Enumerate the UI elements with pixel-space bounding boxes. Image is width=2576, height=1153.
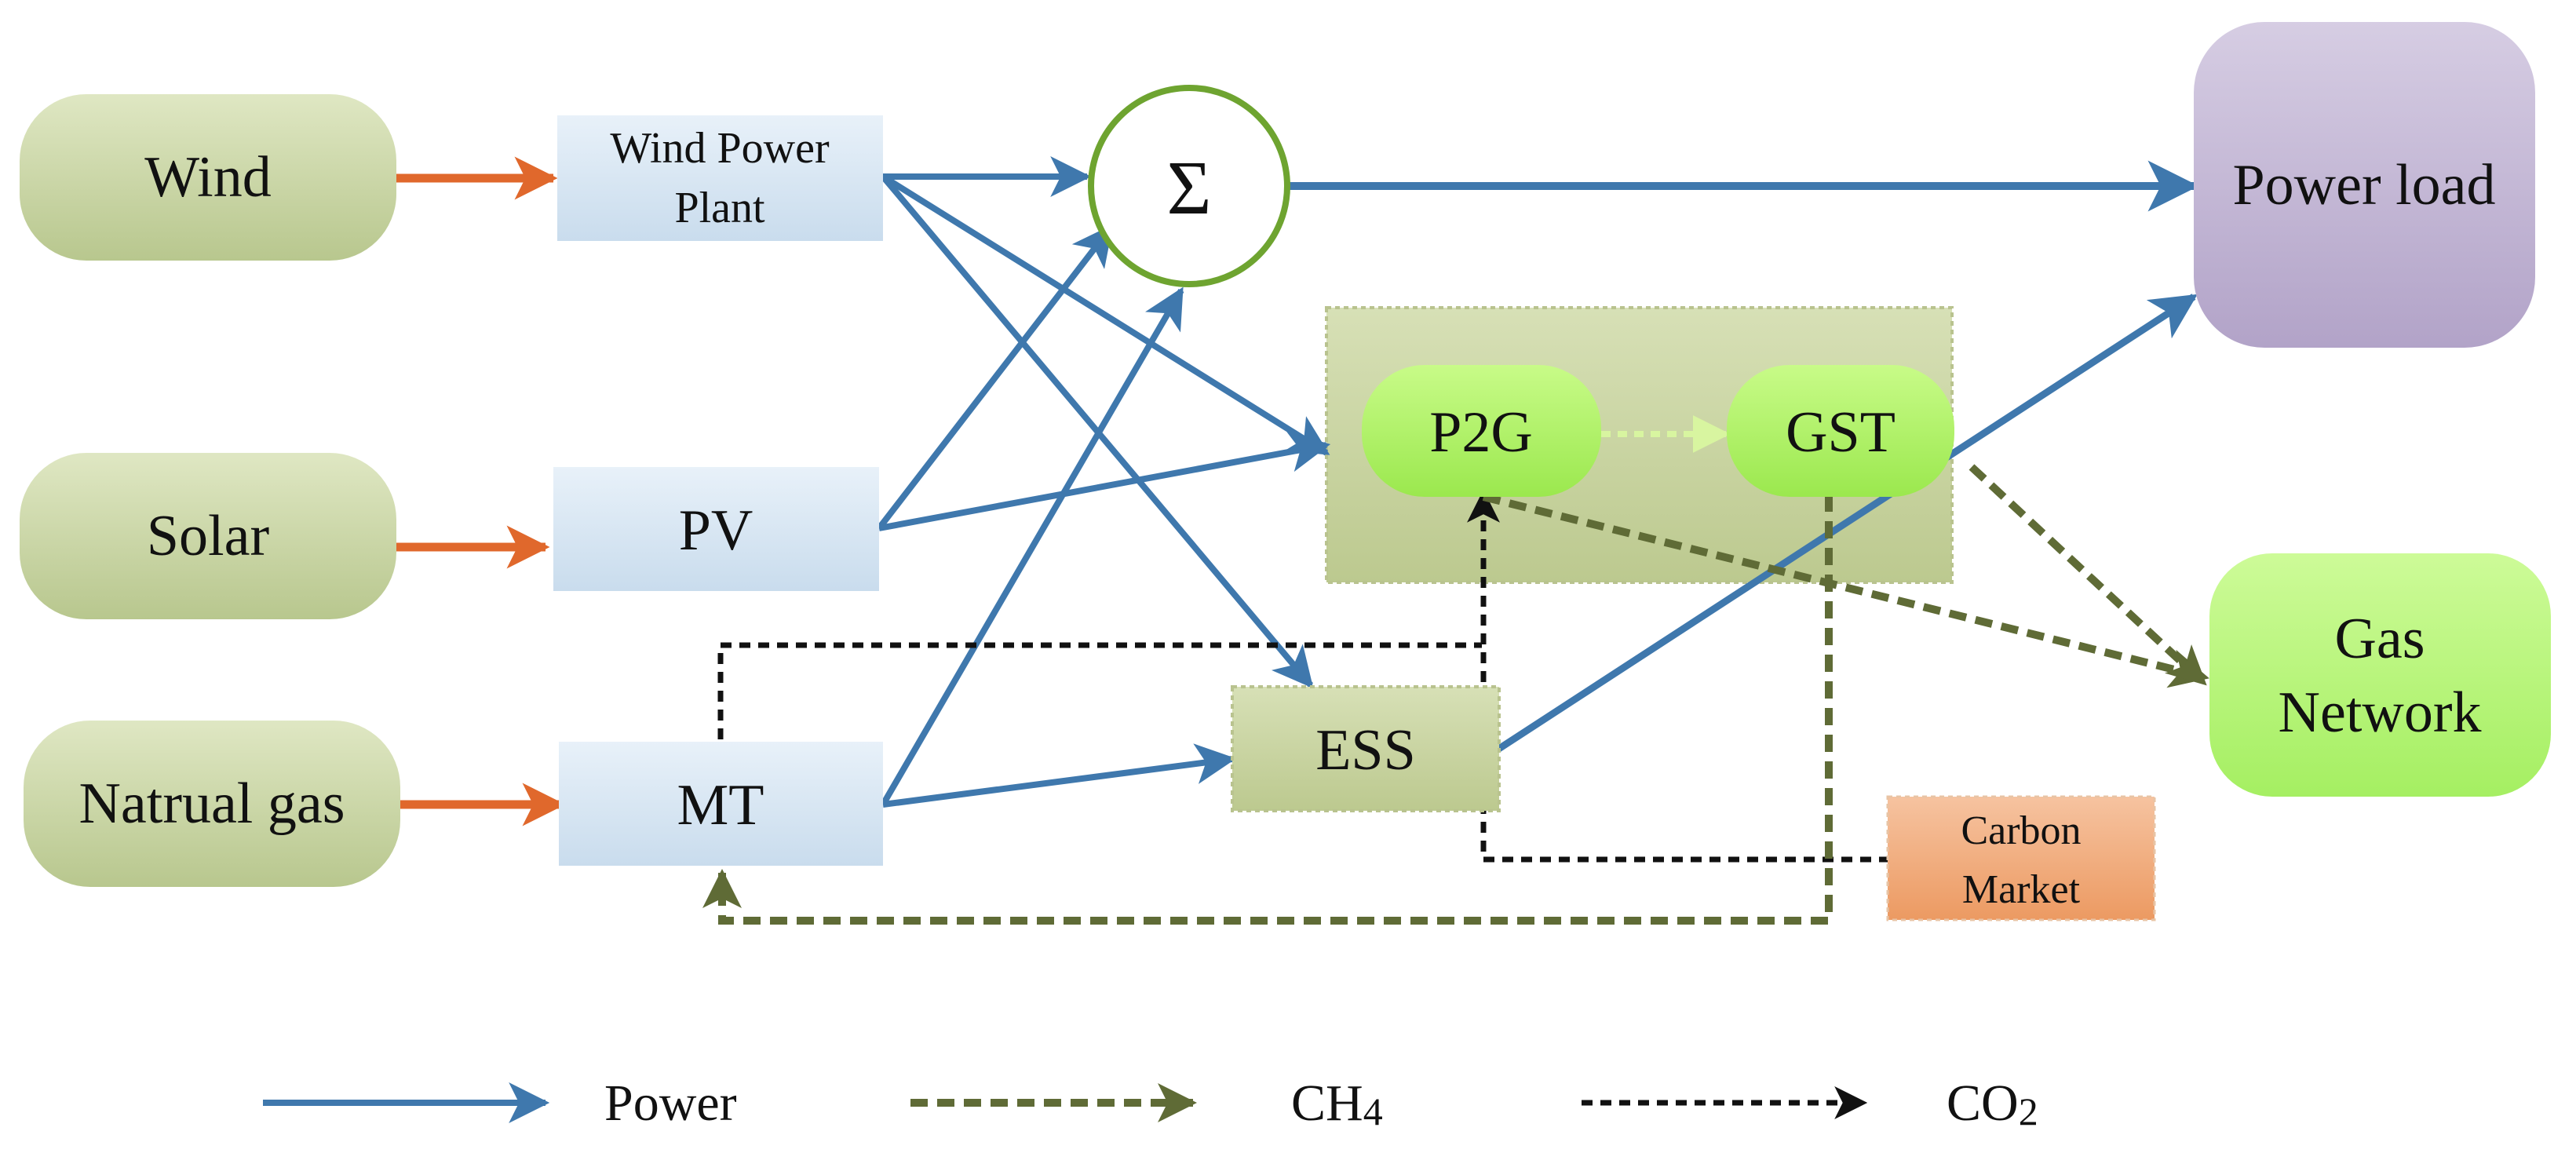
legend-ch4-label: CH4: [1291, 1075, 1383, 1133]
natural-gas-label: Natrual gas: [78, 772, 345, 836]
pv-label: PV: [679, 498, 753, 563]
gas-network-label-line1: Gas: [2334, 607, 2425, 671]
legend: Power CH4 CO2: [263, 1075, 2038, 1133]
carbon-market-label-line1: Carbon: [1961, 808, 2081, 853]
power-load-label: Power load: [2233, 153, 2496, 217]
p2g-ch4-to-gas-network-arrow: [1482, 493, 2209, 688]
input-arrows: [396, 156, 566, 826]
solar-source-node: Solar: [20, 453, 396, 619]
solar-label: Solar: [147, 504, 269, 568]
wind-label: Wind: [144, 145, 271, 210]
carbon-market-node: Carbon Market: [1886, 795, 2156, 921]
gst-label: GST: [1786, 400, 1896, 465]
co2-flows: [717, 489, 1890, 863]
mt-to-ess-arrow: [882, 743, 1237, 808]
mt-node: MT: [559, 742, 883, 866]
legend-power-label: Power: [604, 1075, 737, 1132]
carbon-market-co2-to-p2g-arrow: [1467, 489, 1890, 863]
p2g-label: P2G: [1429, 400, 1533, 465]
ess-to-power-load-arrow: [1493, 294, 2198, 754]
ess-node: ESS: [1231, 685, 1501, 812]
carbon-market-label-line2: Market: [1962, 867, 2081, 912]
gas-network-label-line2: Network: [2279, 680, 2482, 745]
gst-ch4-to-mt-arrow: [702, 494, 1833, 925]
p2g-node: P2G: [1362, 365, 1601, 497]
wind-to-p2g-arrow: [881, 173, 1330, 456]
ess-label: ESS: [1315, 718, 1416, 783]
summation-node: Σ: [1088, 85, 1290, 287]
power-flows: [876, 156, 2199, 808]
power-load-node: Power load: [2194, 22, 2535, 348]
natural-gas-source-node: Natrual gas: [24, 721, 400, 887]
mt-to-sum-arrow: [880, 286, 1184, 807]
wind-power-plant-node: Wind Power Plant: [557, 115, 883, 241]
pv-node: PV: [553, 467, 879, 591]
wind-power-plant-label-line2: Plant: [674, 184, 765, 232]
gas-network-node: Gas Network: [2209, 553, 2551, 797]
wind-power-plant-label-line1: Wind Power: [610, 124, 830, 173]
ch4-flows: [702, 464, 2209, 925]
pv-to-sum-arrow: [876, 224, 1114, 531]
legend-co2-label: CO2: [1947, 1075, 2038, 1133]
pv-to-p2g-arrow: [878, 431, 1331, 531]
wind-source-node: Wind: [20, 94, 396, 261]
mt-co2-to-p2g-path: [717, 642, 1482, 739]
mt-label: MT: [677, 773, 764, 837]
gst-node: GST: [1727, 365, 1954, 497]
sum-symbol: Σ: [1166, 146, 1211, 231]
